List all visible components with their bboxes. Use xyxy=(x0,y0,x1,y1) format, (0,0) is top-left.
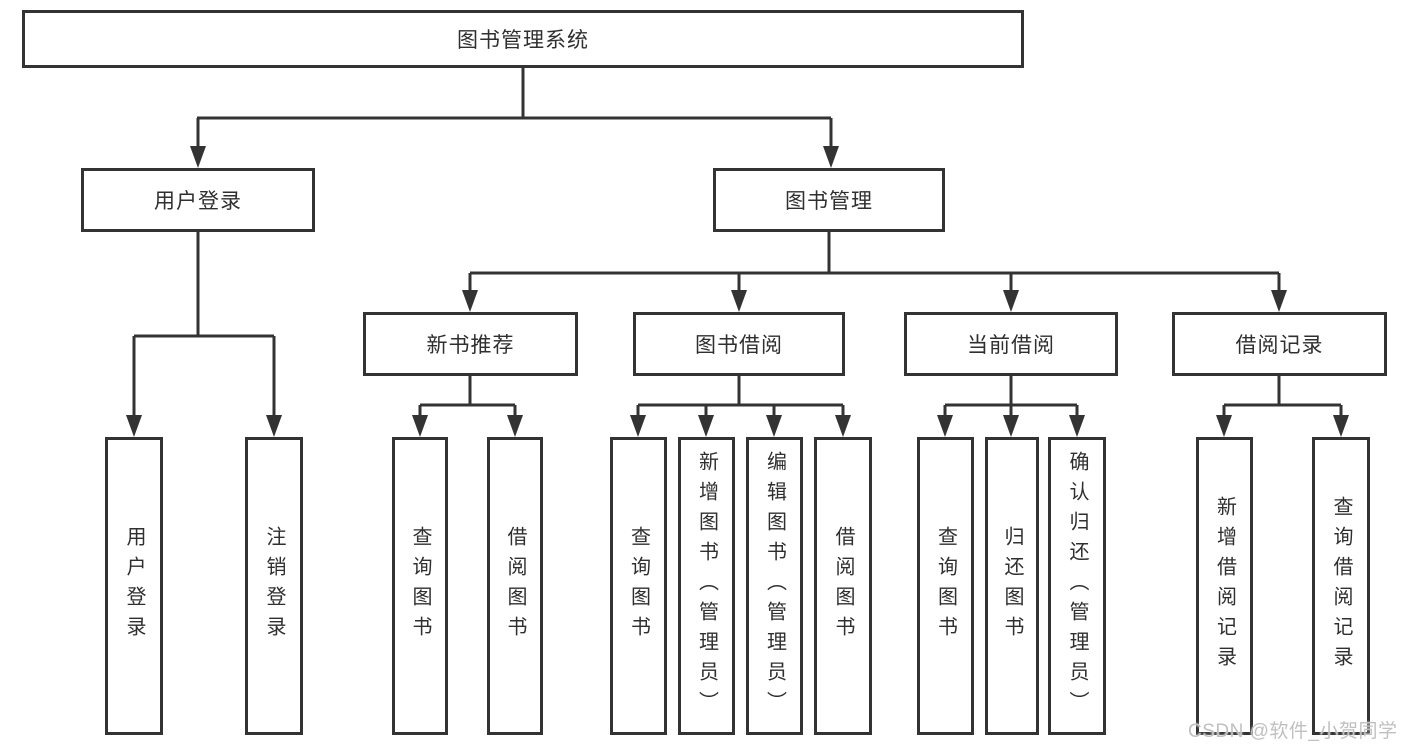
leaf-add-borrow-record: 新增借阅记录 xyxy=(1196,437,1253,735)
leaf-query-books-recommend: 查询图书 xyxy=(392,437,448,735)
leaf-return-books-label: 归还图书 xyxy=(1001,526,1023,646)
leaf-edit-books-admin-label: 编辑图书（管理员） xyxy=(763,451,786,721)
node-user-login: 用户登录 xyxy=(81,168,315,232)
node-current-borrow-label: 当前借阅 xyxy=(967,334,1055,357)
leaf-confirm-return-admin: 确认归还（管理员） xyxy=(1048,437,1106,735)
leaf-query-books-current: 查询图书 xyxy=(917,437,974,735)
leaf-edit-books-admin: 编辑图书（管理员） xyxy=(746,437,803,735)
node-current-borrow: 当前借阅 xyxy=(904,312,1118,376)
leaf-borrow-books-label: 借阅图书 xyxy=(832,526,854,646)
leaf-confirm-return-admin-label: 确认归还（管理员） xyxy=(1066,451,1088,721)
leaf-logout: 注销登录 xyxy=(245,437,303,735)
leaf-logout-label: 注销登录 xyxy=(263,526,285,646)
leaf-add-books-admin: 新增图书（管理员） xyxy=(678,437,735,735)
leaf-user-login-label: 用户登录 xyxy=(123,526,145,646)
leaf-add-borrow-record-label: 新增借阅记录 xyxy=(1213,496,1236,676)
leaf-query-books-borrow: 查询图书 xyxy=(610,437,667,735)
leaf-query-books-current-label: 查询图书 xyxy=(934,526,957,646)
leaf-borrow-books-recommend: 借阅图书 xyxy=(487,437,543,735)
leaf-return-books: 归还图书 xyxy=(985,437,1039,735)
node-book-management: 图书管理 xyxy=(713,168,945,232)
node-user-login-label: 用户登录 xyxy=(154,190,242,213)
node-borrow-records-label: 借阅记录 xyxy=(1235,334,1324,357)
node-root: 图书管理系统 xyxy=(22,10,1024,68)
node-book-management-label: 图书管理 xyxy=(785,190,873,213)
leaf-borrow-books-recommend-label: 借阅图书 xyxy=(504,526,526,646)
node-new-book-recommend-label: 新书推荐 xyxy=(426,334,515,357)
leaf-add-books-admin-label: 新增图书（管理员） xyxy=(695,451,718,721)
node-book-borrow: 图书借阅 xyxy=(633,312,845,376)
watermark: CSDN @软件_小贺同学 xyxy=(1188,721,1398,742)
leaf-query-borrow-record-label: 查询借阅记录 xyxy=(1330,496,1352,676)
leaf-borrow-books: 借阅图书 xyxy=(814,437,872,735)
node-new-book-recommend: 新书推荐 xyxy=(363,312,578,376)
leaf-query-borrow-record: 查询借阅记录 xyxy=(1312,437,1370,735)
leaf-query-books-borrow-label: 查询图书 xyxy=(627,526,650,646)
leaf-query-books-recommend-label: 查询图书 xyxy=(409,526,431,646)
node-borrow-records: 借阅记录 xyxy=(1172,312,1387,376)
node-root-label: 图书管理系统 xyxy=(457,29,589,52)
leaf-user-login: 用户登录 xyxy=(105,437,163,735)
node-book-borrow-label: 图书借阅 xyxy=(695,334,783,357)
